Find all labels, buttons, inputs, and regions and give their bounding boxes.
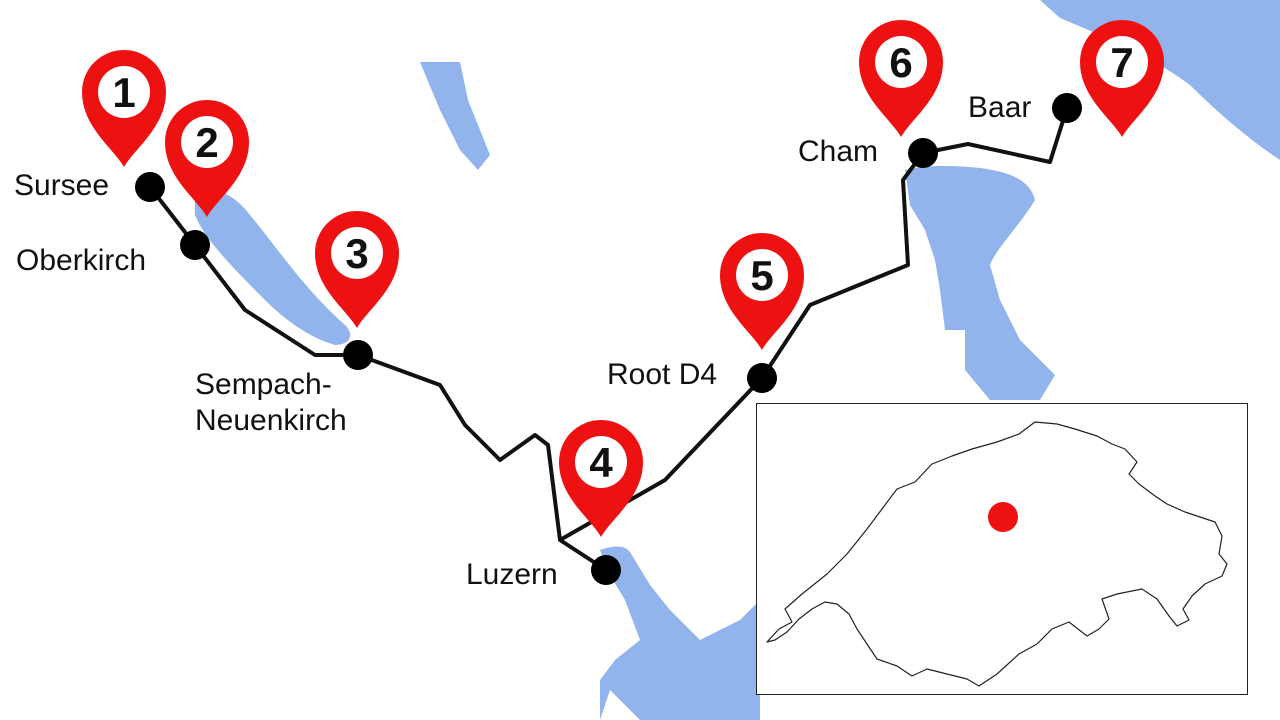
map-pin-number: 3 bbox=[345, 230, 368, 277]
lake-sempach bbox=[195, 188, 351, 345]
map-pin-center bbox=[736, 249, 788, 301]
station-label-cham: Cham bbox=[798, 135, 879, 168]
map-pin-center bbox=[875, 36, 927, 88]
map-pin-center bbox=[98, 66, 150, 118]
lake-zug bbox=[905, 165, 1055, 400]
station-dot-root bbox=[747, 363, 777, 393]
location-dot-icon bbox=[988, 502, 1018, 532]
lake-baldegg bbox=[420, 62, 490, 170]
water-bodies bbox=[195, 0, 1280, 720]
switzerland-inset-map bbox=[756, 403, 1248, 695]
map-pin-number: 6 bbox=[889, 39, 912, 86]
map-pin-number: 7 bbox=[1110, 39, 1133, 86]
station-label-root: Root D4 bbox=[607, 358, 718, 391]
map-pin-6: 6 bbox=[859, 20, 943, 137]
map-pin-4: 4 bbox=[559, 420, 643, 537]
station-label-baar: Baar bbox=[968, 91, 1032, 124]
station-dot-baar bbox=[1052, 93, 1082, 123]
station-label-sursee: Sursee bbox=[14, 169, 110, 202]
map-pin-center bbox=[181, 116, 233, 168]
map-pin-5: 5 bbox=[720, 233, 804, 350]
station-dot-luzern bbox=[591, 555, 621, 585]
station-dot-oberkirch bbox=[180, 230, 210, 260]
route-line bbox=[148, 107, 1069, 572]
map-pin-number: 2 bbox=[195, 119, 218, 166]
station-dot-sempach bbox=[343, 340, 373, 370]
map-pin-number: 4 bbox=[589, 439, 613, 486]
map-pin-number: 1 bbox=[112, 69, 135, 116]
map-pin-number: 5 bbox=[750, 252, 773, 299]
switzerland-outline-icon bbox=[766, 421, 1228, 687]
lake-zurich bbox=[1040, 0, 1280, 160]
station-dot-sursee bbox=[135, 172, 165, 202]
map-pin-3: 3 bbox=[315, 211, 399, 328]
map-pin-1: 1 bbox=[82, 50, 166, 167]
station-label-luzern: Luzern bbox=[466, 558, 558, 591]
lake-lucerne bbox=[600, 546, 760, 720]
station-dot-cham bbox=[908, 138, 938, 168]
map-pin-center bbox=[575, 436, 627, 488]
map-pin-7: 7 bbox=[1080, 20, 1164, 137]
station-label-sempach: Sempach- Neuenkirch bbox=[195, 368, 347, 437]
map-pin-2: 2 bbox=[165, 100, 249, 217]
map-pin-center bbox=[331, 227, 383, 279]
station-label-oberkirch: Oberkirch bbox=[16, 244, 147, 277]
map-pin-center bbox=[1096, 36, 1148, 88]
